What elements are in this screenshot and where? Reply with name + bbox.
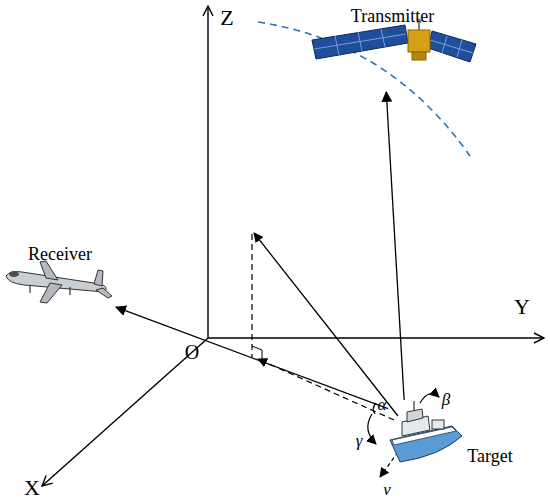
angle-label: β	[442, 391, 450, 408]
angle-label: γ	[356, 432, 363, 449]
direction-vector	[254, 233, 398, 416]
signal-path	[116, 307, 388, 408]
origin-label: O	[185, 342, 199, 362]
velocity-label: v	[383, 481, 391, 498]
ship-icon	[390, 401, 462, 462]
axis-label: Z	[220, 7, 233, 29]
beta-arrow	[420, 394, 439, 403]
gamma-arc	[368, 414, 376, 444]
projection-line	[251, 234, 252, 357]
angle-label: α	[378, 396, 387, 413]
z-axis	[207, 6, 208, 338]
satellite-node: Transmitter	[305, 4, 480, 92]
ship-node: Target	[388, 400, 522, 472]
axis-label: X	[24, 477, 40, 499]
axis-label: Y	[514, 296, 530, 318]
x-axis	[42, 338, 208, 486]
y-axis	[208, 337, 544, 338]
right-angle-mark	[252, 346, 262, 362]
node-label: Transmitter	[305, 6, 480, 26]
node-label: Receiver	[4, 244, 116, 264]
aircraft-icon	[6, 261, 112, 303]
alpha-arc	[373, 403, 376, 414]
node-label: Target	[460, 446, 520, 466]
aircraft-node: Receiver	[4, 244, 116, 312]
velocity-vector	[380, 452, 398, 477]
projection-vector	[258, 359, 394, 420]
signal-path	[386, 92, 404, 400]
